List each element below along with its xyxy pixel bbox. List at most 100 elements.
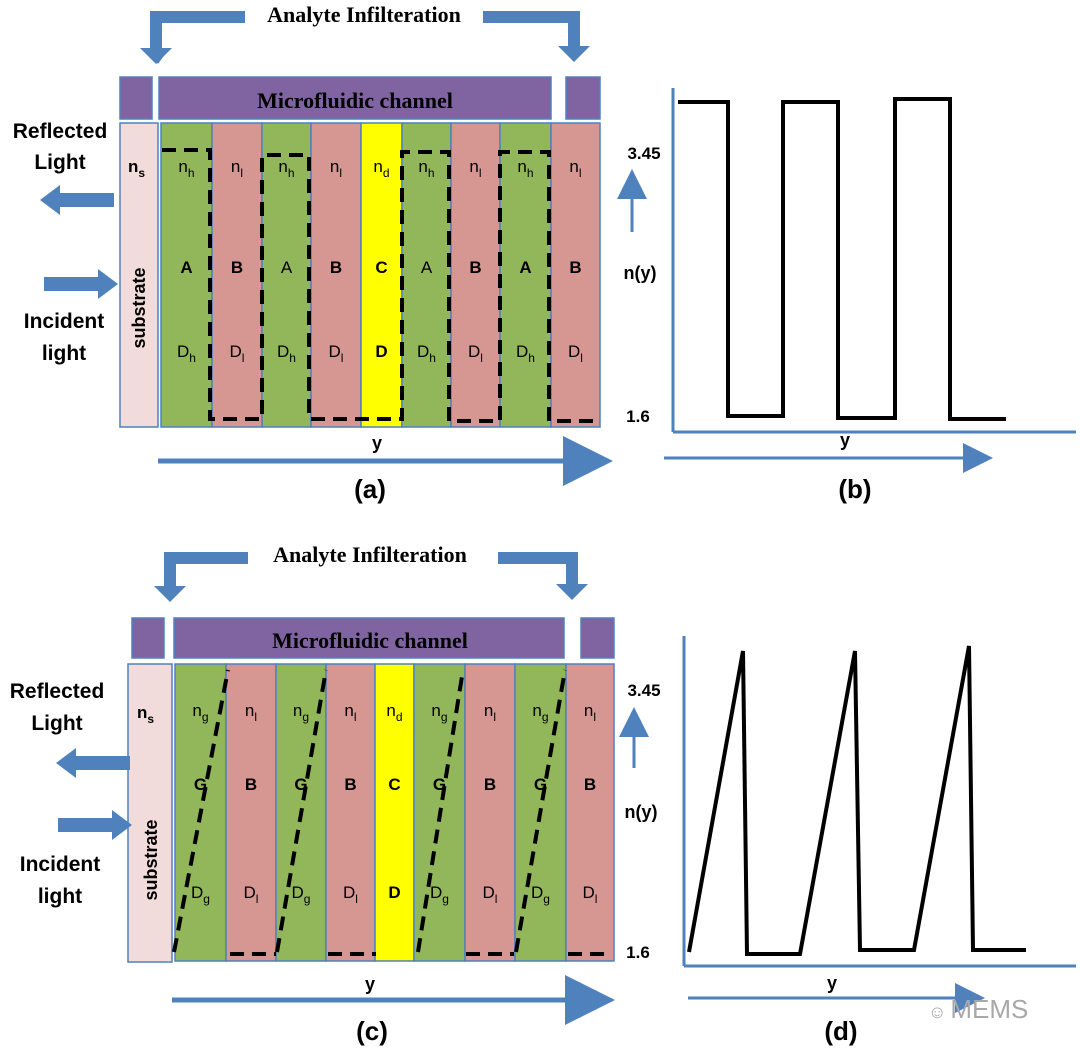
reflected-label-c2: Light <box>31 712 82 735</box>
x-label-b: y <box>840 430 850 450</box>
tick-low-b: 1.6 <box>626 407 650 426</box>
layer-letter: C <box>388 775 400 794</box>
layer-thickness-label: Dl <box>343 883 358 906</box>
reflected-label-c1: Reflected <box>10 680 105 703</box>
layer-thickness-label: Dl <box>483 883 498 906</box>
incident-label-1: Incident <box>24 310 105 333</box>
caption-b: (b) <box>838 474 871 504</box>
sawtooth-profile-d <box>687 645 1026 956</box>
ns-label: ns <box>128 157 145 180</box>
incident-arrow <box>44 269 118 299</box>
layer-rect <box>401 122 452 428</box>
analyte-label: Analyte Infilteration <box>267 2 461 27</box>
channel-label: Microfluidic channel <box>257 88 453 113</box>
layer-letter: B <box>231 258 243 277</box>
tick-low-d: 1.6 <box>626 943 650 962</box>
layer-thickness-label: Dh <box>417 342 436 365</box>
wechat-icon: ☺ <box>928 1002 947 1022</box>
panel_c-layer-5: ndC D <box>374 663 415 962</box>
layer-letter: C <box>375 258 387 277</box>
watermark: ☺MEMS <box>928 994 1028 1025</box>
layer-index-label: nl <box>231 157 243 180</box>
panel-d: 3.45 n(y) 1.6 y (d) <box>619 636 1076 1046</box>
layer-rect <box>360 122 403 428</box>
layer-letter: B <box>344 775 356 794</box>
panel_c-layer-9: nlB Dl <box>565 663 615 962</box>
layer-thickness-label: Dh <box>516 342 535 365</box>
layer-thickness-label: Dl <box>329 342 344 365</box>
layer-letter: B <box>245 775 257 794</box>
substrate <box>119 122 159 428</box>
step-profile-b <box>678 97 1006 421</box>
right-bent-arrow <box>483 11 590 62</box>
layer-index-label: ng <box>192 701 208 724</box>
layer-index-label: nl <box>344 701 356 724</box>
layer-rect <box>565 663 615 962</box>
layer-index-label: nl <box>569 157 581 180</box>
layer-thickness-label: D <box>388 883 400 902</box>
layer-index-label: nl <box>330 157 342 180</box>
layer-rect <box>464 663 516 962</box>
analyte-label-c: Analyte Infilteration <box>273 542 467 567</box>
side-block-right-c <box>580 617 615 659</box>
y-label-a: y <box>372 433 382 453</box>
side-block-left-c <box>131 617 165 659</box>
layer-letter: B <box>584 775 596 794</box>
panel-a: Analyte Infilteration Microfluidic chann… <box>13 2 613 504</box>
graded-dashes-c <box>172 669 612 956</box>
layer-thickness-label: Dg <box>191 883 210 906</box>
side-block-left <box>119 76 153 120</box>
layer-thickness-label: Dl <box>230 342 245 365</box>
layer-index-label: nh <box>178 157 194 180</box>
channel-label-c: Microfluidic channel <box>272 628 468 653</box>
reflected-arrow <box>40 185 114 215</box>
layer-index-label: ng <box>431 701 447 724</box>
layer-index-label: nh <box>418 157 434 180</box>
layer-letter: A <box>180 258 192 277</box>
reflected-arrow-c <box>56 748 130 778</box>
layer-thickness-label: Dl <box>568 342 583 365</box>
layer-index-label: nd <box>373 157 389 180</box>
reflected-label-1: Reflected <box>13 120 108 143</box>
layer-index-label: nh <box>517 157 533 180</box>
layer-stack-c: ngGDgnlBDlngGDgnlBDlndCDngGDgnlBDlngGDgn… <box>174 663 615 962</box>
n-label-b: n(y) <box>624 263 657 283</box>
panel_c-layer-4: nlB Dl <box>325 663 376 962</box>
tick-high-d: 3.45 <box>627 681 660 700</box>
layer-thickness-label: Dl <box>468 342 483 365</box>
layer-index-label: nd <box>386 701 402 724</box>
microfluidic-channel-c <box>173 617 565 659</box>
layer-rect <box>211 122 263 428</box>
layer-index-label: nh <box>278 157 294 180</box>
microfluidic-channel <box>158 76 552 120</box>
caption-c: (c) <box>356 1016 388 1046</box>
caption-d: (d) <box>824 1016 857 1046</box>
svg-text:ns: ns <box>137 703 154 726</box>
layer-letter: B <box>569 258 581 277</box>
layer-index-label: nl <box>584 701 596 724</box>
layer-thickness-label: Dl <box>583 883 598 906</box>
layer-rect <box>261 122 312 428</box>
substrate-label-c: substrate <box>141 819 161 900</box>
layer-thickness-label: Dg <box>531 883 550 906</box>
incident-label-c2: light <box>38 885 82 908</box>
layer-thickness-label: Dg <box>292 883 311 906</box>
panel_a-layer-4: nlB Dl <box>310 122 362 428</box>
layer-index-label: nl <box>245 701 257 724</box>
layer-letter: B <box>330 258 342 277</box>
layer-index-label: ng <box>532 701 548 724</box>
layer-rect <box>160 122 213 428</box>
watermark-text: MEMS <box>950 994 1029 1024</box>
substrate-c <box>127 663 173 963</box>
y-label-c: y <box>365 974 375 994</box>
reflected-label-2: Light <box>34 151 85 174</box>
layer-rect <box>550 122 601 428</box>
side-block-right <box>565 76 601 120</box>
incident-arrow-c <box>58 810 132 840</box>
svg-text:ns: ns <box>128 157 145 180</box>
